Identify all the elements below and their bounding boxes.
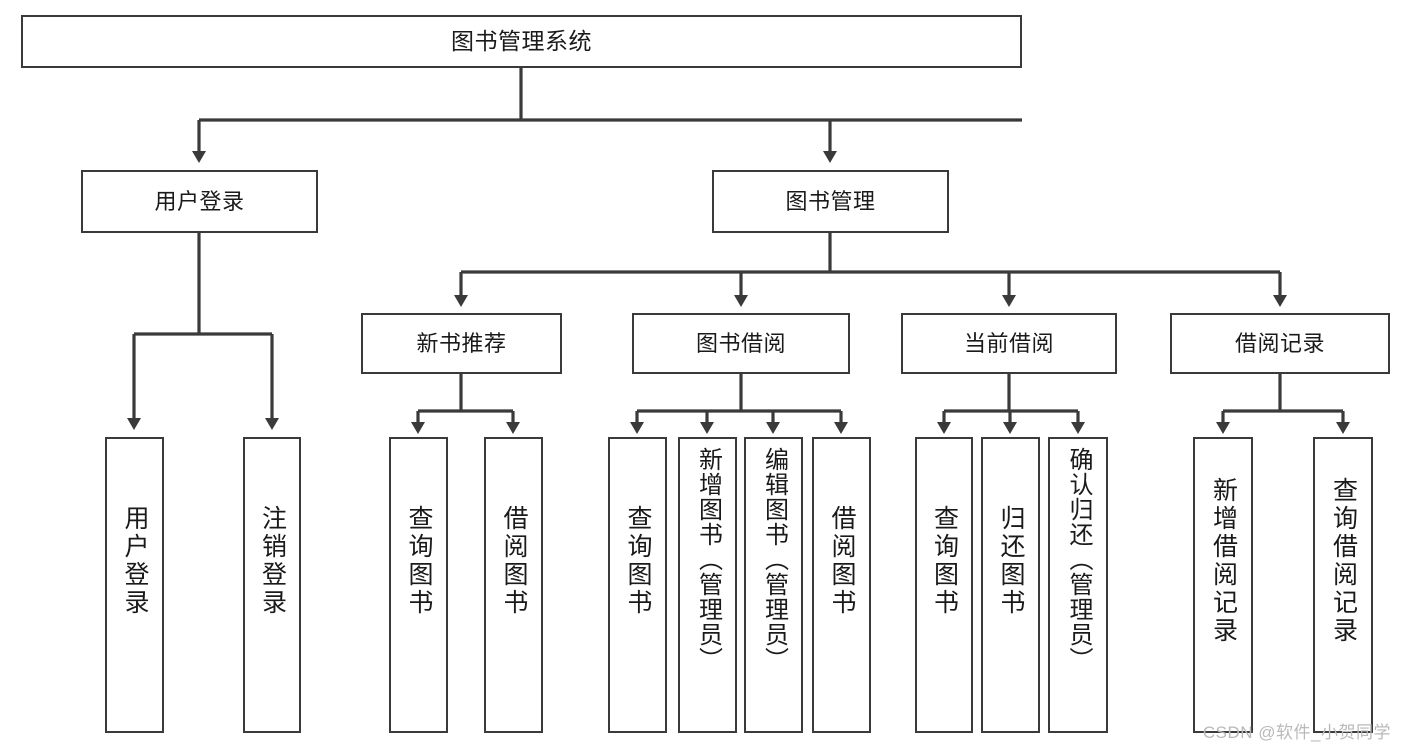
node-user-login[interactable]: 用户登录 — [81, 170, 318, 233]
node-leaf-query-book-3[interactable]: 查询图书 — [915, 437, 973, 733]
node-book-manage[interactable]: 图书管理 — [712, 170, 949, 233]
node-root-label: 图书管理系统 — [451, 28, 592, 55]
watermark: CSDN @软件_小贺同学 — [1202, 723, 1391, 742]
node-leaf-user-login-label: 用户登录 — [121, 505, 149, 617]
node-leaf-query-book-1-label: 查询图书 — [405, 505, 433, 617]
node-leaf-logout[interactable]: 注销登录 — [243, 437, 301, 733]
node-leaf-add-book[interactable]: 新增图书（管理员） — [678, 437, 737, 733]
node-leaf-return-book-label: 归还图书 — [997, 505, 1025, 617]
node-leaf-borrow-book-1-label: 借阅图书 — [500, 505, 528, 617]
node-user-login-label: 用户登录 — [154, 188, 245, 214]
node-leaf-query-record-label: 查询借阅记录 — [1329, 477, 1358, 645]
node-leaf-query-book-1[interactable]: 查询图书 — [389, 437, 448, 733]
node-new-book-rec-label: 新书推荐 — [416, 330, 507, 356]
node-current-borrow[interactable]: 当前借阅 — [901, 313, 1117, 374]
node-borrow-record[interactable]: 借阅记录 — [1170, 313, 1390, 374]
node-root[interactable]: 图书管理系统 — [21, 15, 1022, 68]
node-leaf-edit-book-label: 编辑图书（管理员） — [760, 447, 788, 672]
node-leaf-borrow-book-1[interactable]: 借阅图书 — [484, 437, 543, 733]
node-leaf-borrow-book-2-label: 借阅图书 — [828, 505, 856, 617]
node-leaf-query-book-3-label: 查询图书 — [930, 505, 959, 617]
node-leaf-query-record[interactable]: 查询借阅记录 — [1313, 437, 1373, 733]
node-borrow-record-label: 借阅记录 — [1234, 330, 1325, 356]
node-leaf-confirm-return-label: 确认归还（管理员） — [1065, 447, 1092, 672]
node-leaf-user-login[interactable]: 用户登录 — [105, 437, 164, 733]
node-leaf-borrow-book-2[interactable]: 借阅图书 — [812, 437, 871, 733]
node-book-borrow-label: 图书借阅 — [695, 330, 786, 356]
node-new-book-rec[interactable]: 新书推荐 — [361, 313, 562, 374]
node-leaf-query-book-2[interactable]: 查询图书 — [608, 437, 667, 733]
node-current-borrow-label: 当前借阅 — [963, 330, 1054, 356]
node-leaf-add-book-label: 新增图书（管理员） — [694, 447, 722, 672]
node-leaf-logout-label: 注销登录 — [258, 505, 287, 617]
node-leaf-return-book[interactable]: 归还图书 — [981, 437, 1040, 733]
node-leaf-query-book-2-label: 查询图书 — [624, 505, 652, 617]
node-leaf-edit-book[interactable]: 编辑图书（管理员） — [744, 437, 803, 733]
node-leaf-add-record-label: 新增借阅记录 — [1209, 477, 1238, 645]
node-leaf-add-record[interactable]: 新增借阅记录 — [1193, 437, 1253, 733]
node-book-manage-label: 图书管理 — [785, 188, 876, 214]
node-book-borrow[interactable]: 图书借阅 — [632, 313, 850, 374]
node-leaf-confirm-return[interactable]: 确认归还（管理员） — [1048, 437, 1108, 733]
